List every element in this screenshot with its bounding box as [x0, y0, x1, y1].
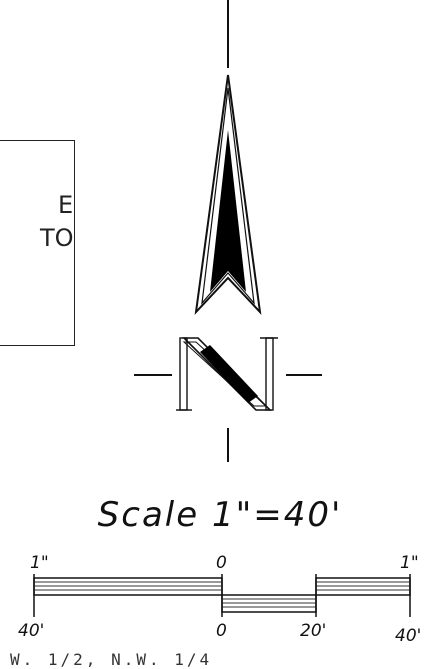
note-line-1: E — [58, 191, 74, 219]
scale-top-label-middle: 0 — [216, 553, 227, 573]
note-box — [0, 140, 75, 346]
scale-top-label-left: 1" — [30, 553, 49, 573]
n-letter-glyph — [176, 337, 278, 411]
legal-description-text: W. 1/2, N.W. 1/4 — [10, 650, 213, 669]
north-arrow-outline — [194, 74, 262, 315]
scale-bottom-label-40-right: 40' — [395, 626, 422, 646]
scale-bottom-label-0: 0 — [216, 621, 227, 641]
scale-title: Scale 1"=40' — [97, 495, 343, 535]
scale-bottom-label-40-left: 40' — [18, 621, 45, 641]
scale-bottom-label-20: 20' — [300, 621, 327, 641]
note-line-2: TO — [40, 224, 74, 252]
scale-bar — [33, 574, 411, 617]
north-arrow-inner-outline — [201, 87, 255, 305]
scale-top-label-right: 1" — [400, 553, 419, 573]
north-arrow-fill — [210, 130, 246, 292]
